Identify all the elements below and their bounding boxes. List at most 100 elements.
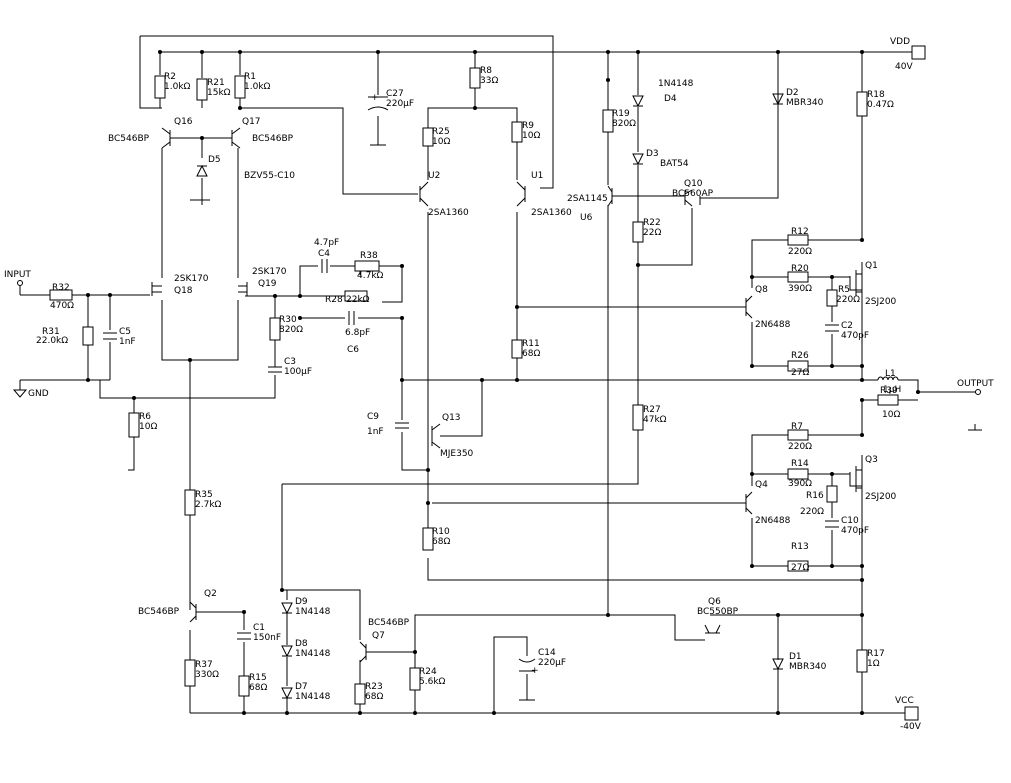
value-C9: 1nF bbox=[367, 427, 384, 437]
value-R6: 10Ω bbox=[139, 422, 157, 432]
transistor-Q7 bbox=[359, 641, 367, 663]
label-Q8: Q8 bbox=[755, 285, 768, 295]
resistor-R12 bbox=[787, 234, 809, 246]
gnd-label: GND bbox=[28, 389, 49, 399]
label-Q18: Q18 bbox=[174, 286, 193, 296]
vcc-port bbox=[904, 706, 919, 721]
label-Q16: Q16 bbox=[174, 117, 193, 127]
label-R10: R10 bbox=[432, 527, 450, 537]
label-D2: D2 bbox=[786, 88, 799, 98]
value-D7: 1N4148 bbox=[295, 692, 331, 702]
resistor-R8 bbox=[469, 67, 481, 89]
value-R24: 5.6kΩ bbox=[419, 677, 446, 687]
value-R22: 22Ω bbox=[643, 228, 661, 238]
label-C4: C4 bbox=[318, 249, 330, 259]
transistor-U2 bbox=[419, 181, 429, 207]
value-Q16: BC546BP bbox=[108, 134, 150, 144]
transistor-U1 bbox=[516, 181, 526, 207]
diode-D1 bbox=[772, 658, 784, 671]
resistor-R17 bbox=[856, 649, 868, 673]
label-R27: R27 bbox=[643, 405, 661, 415]
capacitor-C4 bbox=[321, 259, 328, 273]
label-R38: R38 bbox=[360, 251, 378, 261]
label-Q7: Q7 bbox=[372, 631, 385, 641]
transistor-Q19 bbox=[238, 282, 248, 296]
label-C10: C10 bbox=[841, 516, 859, 526]
label-C9: C9 bbox=[367, 412, 379, 422]
value-D1: MBR340 bbox=[789, 662, 827, 672]
capacitor-C5 bbox=[103, 332, 117, 340]
label-D4: D4 bbox=[664, 94, 677, 104]
value-C3: 100μF bbox=[284, 367, 312, 377]
label-C14: C14 bbox=[538, 648, 556, 658]
label-D1: D1 bbox=[789, 652, 802, 662]
label-R1: R1 bbox=[244, 72, 256, 82]
value-Q2: BC546BP bbox=[138, 607, 180, 617]
transistor-Q8 bbox=[745, 295, 753, 319]
resistor-R15 bbox=[238, 675, 250, 697]
value-R37: 330Ω bbox=[195, 670, 219, 680]
value-R39: 10Ω bbox=[882, 410, 900, 420]
capacitor-C14 bbox=[518, 658, 536, 672]
diode-D4 bbox=[632, 95, 644, 108]
capacitor-C2 bbox=[825, 324, 839, 332]
label-D5: D5 bbox=[208, 155, 221, 165]
value-D3: BAT54 bbox=[660, 159, 689, 169]
label-R5: R5 bbox=[838, 285, 850, 295]
value-Q19: 2SK170 bbox=[252, 267, 287, 277]
value-R19: 820Ω bbox=[612, 119, 636, 129]
gnd-symbol bbox=[12, 380, 28, 398]
value-R12: 220Ω bbox=[788, 247, 812, 257]
resistor-R22 bbox=[632, 221, 644, 243]
label-R37: R37 bbox=[195, 660, 213, 670]
c14-plus: + bbox=[531, 666, 539, 676]
resistor-R31 bbox=[82, 326, 94, 346]
resistor-R23 bbox=[354, 683, 366, 705]
label-U1: U1 bbox=[531, 171, 543, 181]
value-D4: 1N4148 bbox=[658, 79, 694, 89]
value-R16: 220Ω bbox=[800, 507, 824, 517]
value-R17: 1Ω bbox=[867, 659, 880, 669]
components bbox=[12, 45, 981, 721]
diode-D3 bbox=[632, 153, 644, 166]
value-R9: 10Ω bbox=[522, 131, 540, 141]
transistor-Q17 bbox=[231, 127, 241, 149]
transistor-Q10 bbox=[684, 189, 693, 207]
value-Q6: BC550BP bbox=[697, 607, 739, 617]
resistor-R19 bbox=[602, 109, 614, 133]
resistor-R1 bbox=[234, 75, 246, 99]
value-D2: MBR340 bbox=[786, 98, 824, 108]
label-R26: R26 bbox=[791, 351, 809, 361]
label-R15: R15 bbox=[249, 673, 267, 683]
resistor-R2 bbox=[154, 75, 166, 99]
label-R23: R23 bbox=[365, 682, 383, 692]
value-C1: 150nF bbox=[253, 633, 281, 643]
vdd-value: 40V bbox=[895, 62, 913, 72]
transistor-Q3 bbox=[849, 466, 862, 492]
value-R15: 68Ω bbox=[249, 683, 267, 693]
value-R18: 0.47Ω bbox=[867, 100, 894, 110]
resistor-R10 bbox=[422, 527, 434, 551]
resistor-R30 bbox=[269, 317, 281, 341]
value-D8: 1N4148 bbox=[295, 649, 331, 659]
label-R30: R30 bbox=[279, 315, 297, 325]
label-U6: U6 bbox=[580, 213, 593, 223]
label-D7: D7 bbox=[295, 682, 308, 692]
diode-D9 bbox=[281, 602, 293, 615]
label-R35: R35 bbox=[195, 490, 213, 500]
value-R13: 27Ω bbox=[791, 563, 809, 573]
label-R11: R11 bbox=[522, 339, 540, 349]
value-R26: 27Ω bbox=[791, 368, 809, 378]
label-R8: R8 bbox=[480, 66, 492, 76]
value-R38: 4.7kΩ bbox=[357, 271, 384, 281]
wires bbox=[20, 35, 982, 714]
vdd-port bbox=[911, 45, 926, 60]
diode-D8 bbox=[281, 645, 293, 658]
resistor-R24 bbox=[409, 667, 421, 691]
transistor-Q2 bbox=[189, 601, 197, 623]
value-R1: 1.0kΩ bbox=[244, 82, 271, 92]
label-R13: R13 bbox=[791, 542, 809, 552]
value-R32: 470Ω bbox=[50, 301, 74, 311]
value-Q13: MJE350 bbox=[440, 449, 474, 459]
